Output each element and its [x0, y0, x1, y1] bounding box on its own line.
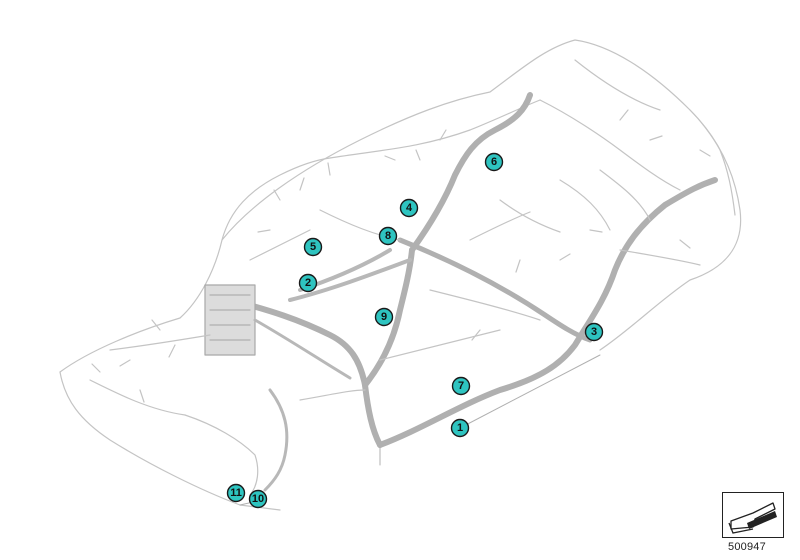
callout-8[interactable]: 8	[378, 226, 398, 246]
callout-7[interactable]: 7	[451, 376, 471, 396]
harness-drawing	[59, 39, 742, 511]
callout-label: 10	[252, 493, 264, 505]
callout-label: 4	[406, 202, 413, 214]
image-number: 500947	[728, 541, 766, 553]
callout-9[interactable]: 9	[374, 307, 394, 327]
callout-6[interactable]: 6	[484, 152, 504, 172]
callout-label: 6	[491, 156, 497, 168]
callout-label: 5	[310, 241, 316, 253]
callout-5[interactable]: 5	[303, 237, 323, 257]
callout-3[interactable]: 3	[584, 322, 604, 342]
callout-label: 2	[305, 277, 311, 289]
callout-label: 3	[591, 326, 597, 338]
callout-label: 1	[457, 422, 463, 434]
nav-icon-box[interactable]	[722, 492, 784, 538]
callout-label: 7	[458, 380, 464, 392]
callout-4[interactable]: 4	[399, 198, 419, 218]
callout-label: 8	[385, 230, 391, 242]
callout-label: 11	[230, 487, 242, 499]
callout-10[interactable]: 10	[248, 489, 268, 509]
callout-1[interactable]: 1	[450, 418, 470, 438]
callout-2[interactable]: 2	[298, 273, 318, 293]
arrow-icon	[728, 502, 777, 534]
callout-11[interactable]: 11	[226, 483, 246, 503]
callout-label: 9	[381, 311, 387, 323]
